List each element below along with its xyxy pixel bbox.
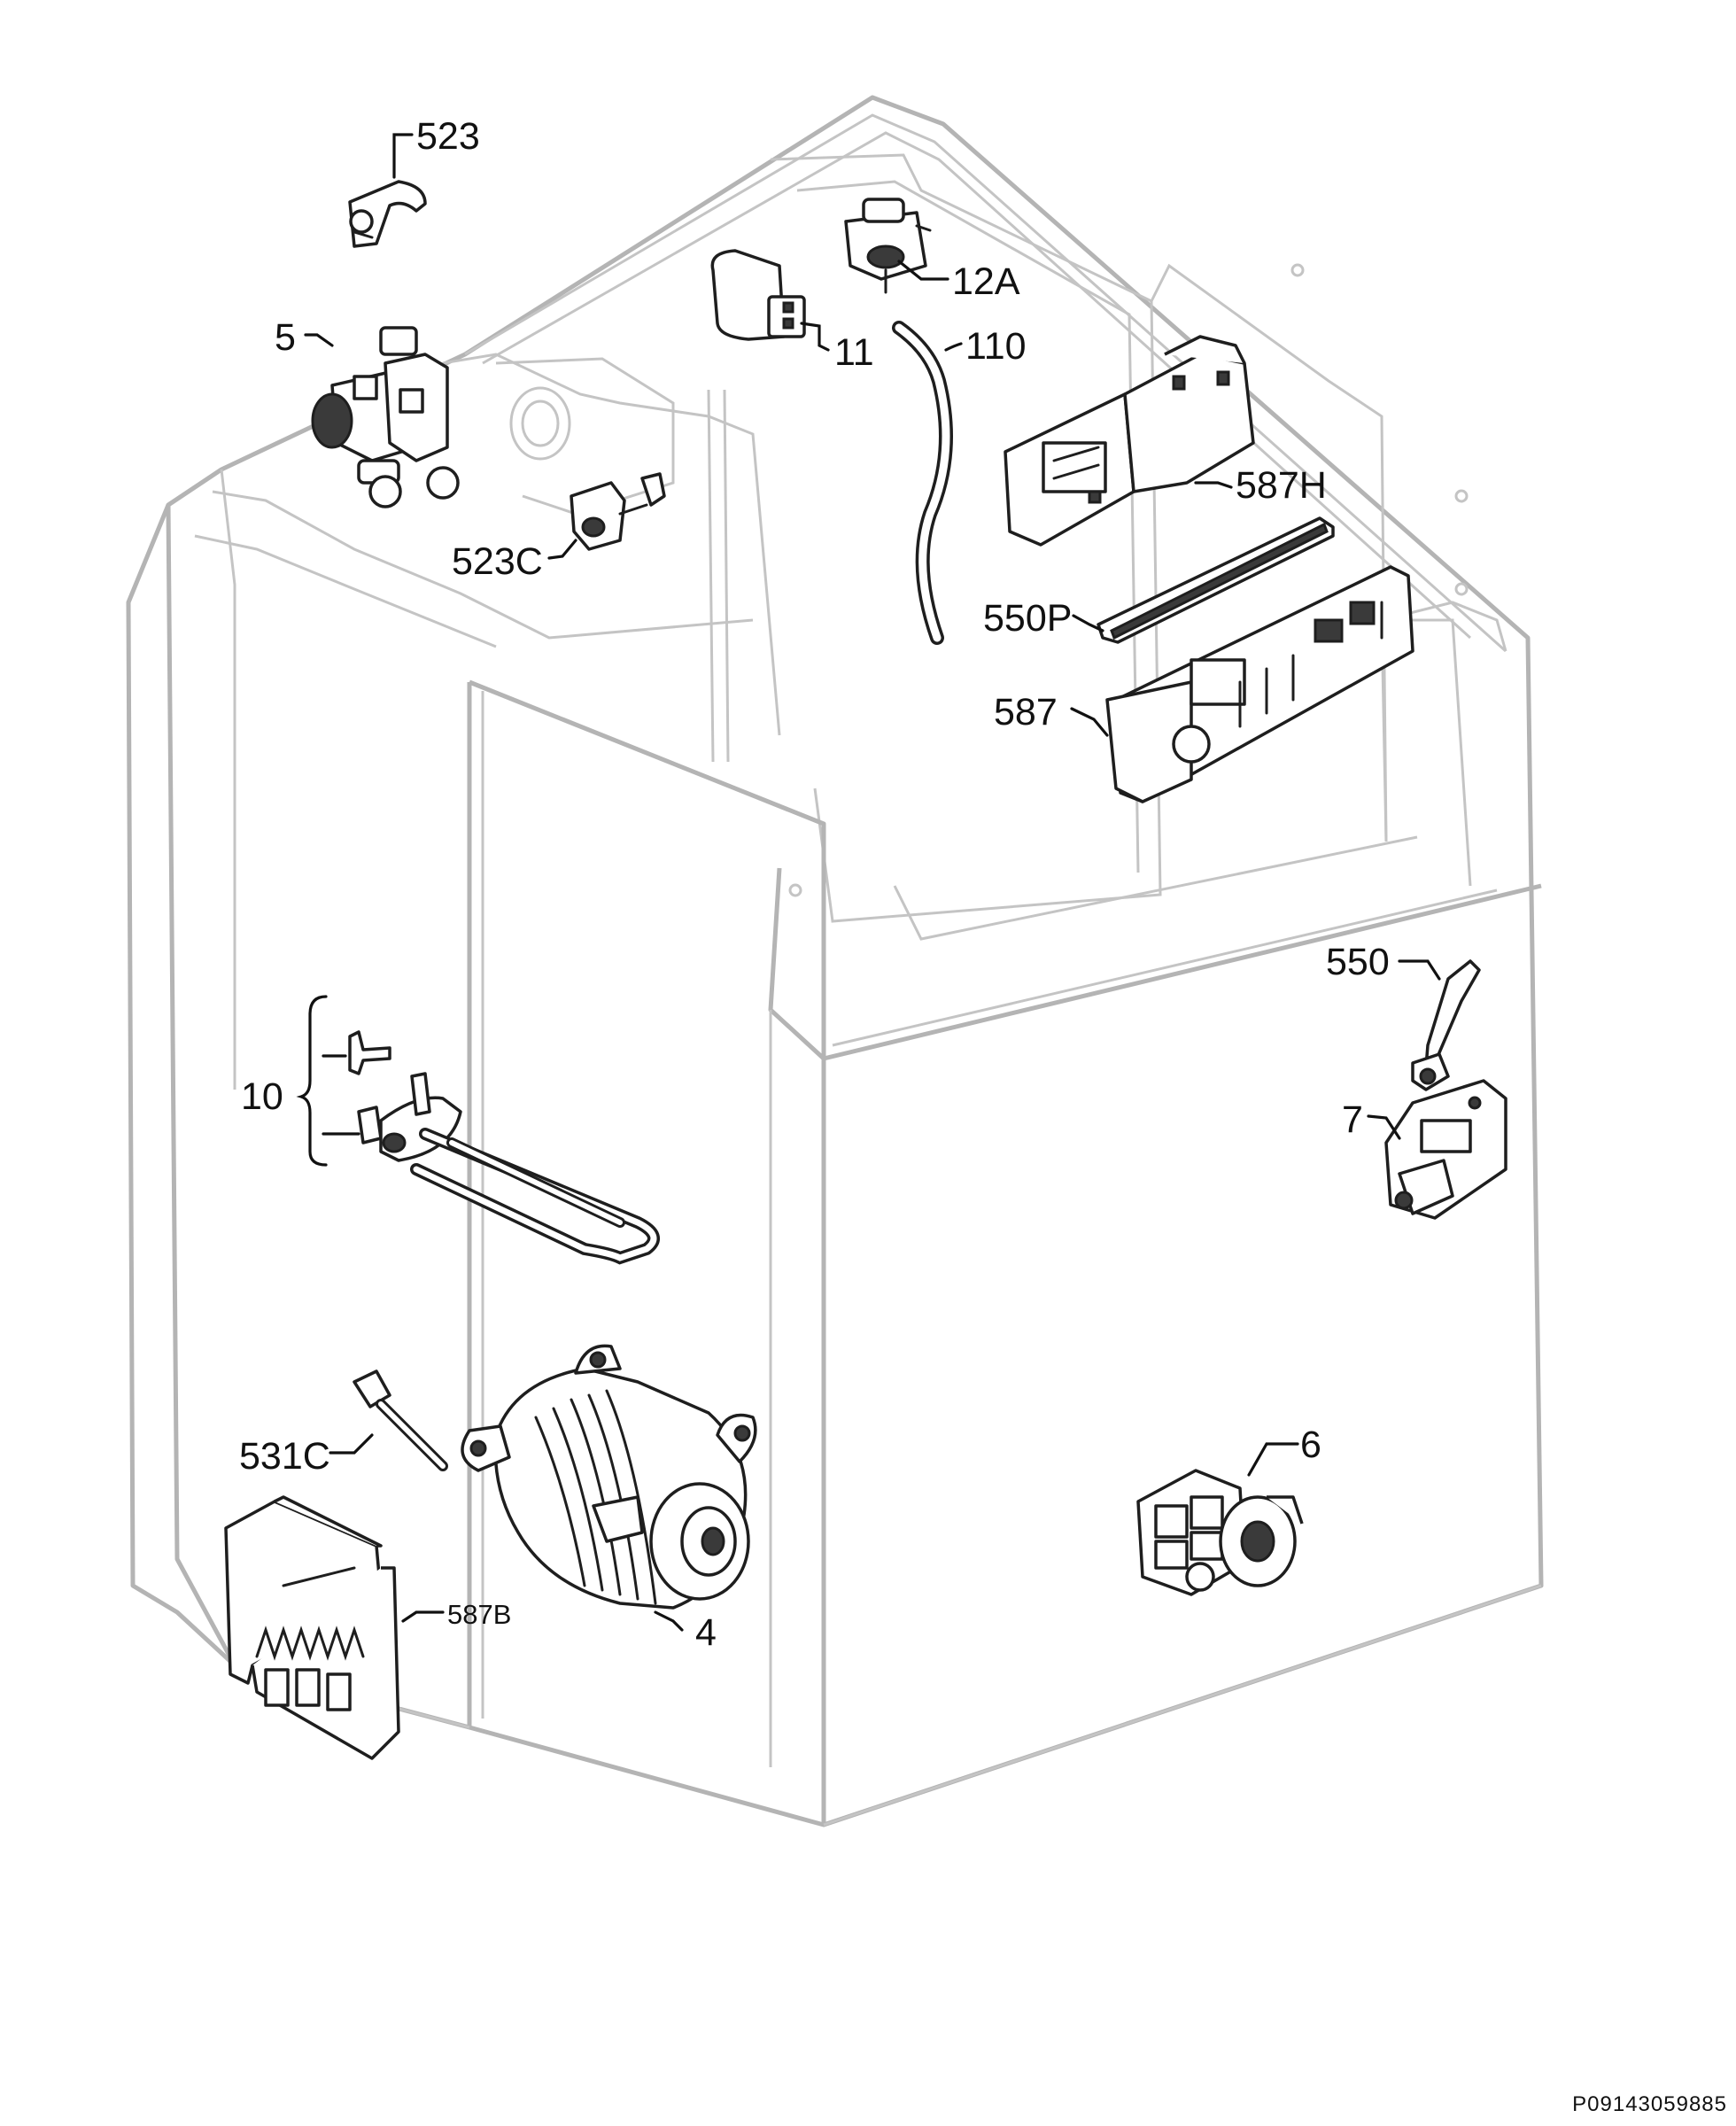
label-587H: 587H — [1236, 464, 1327, 507]
label-587: 587 — [994, 691, 1058, 733]
label-550P: 550P — [983, 597, 1072, 640]
part-587H-icon — [1004, 335, 1255, 547]
label-7: 7 — [1342, 1098, 1363, 1141]
label-12A: 12A — [952, 260, 1020, 303]
part-523C-icon — [570, 472, 666, 551]
part-7-icon — [1384, 1079, 1507, 1220]
callout-labels: 523 12A 11 110 5 587H 523C 550P 587 550 … — [239, 115, 1390, 1654]
label-550: 550 — [1326, 941, 1390, 983]
label-4: 4 — [695, 1611, 717, 1654]
part-550P-icon — [1097, 516, 1335, 644]
part-523-icon — [348, 180, 427, 248]
part-6-icon — [1136, 1469, 1304, 1596]
label-6: 6 — [1300, 1424, 1321, 1466]
label-587B: 587B — [447, 1599, 511, 1630]
part-5-icon — [311, 326, 460, 508]
label-110: 110 — [965, 325, 1027, 368]
part-4-icon — [461, 1344, 757, 1610]
leader-lines — [296, 133, 1441, 1632]
cabinet-outline — [126, 95, 1544, 1827]
part-11-icon — [710, 249, 806, 341]
label-5: 5 — [275, 316, 296, 359]
label-523: 523 — [416, 115, 480, 158]
part-587B-icon — [224, 1495, 400, 1760]
label-11: 11 — [834, 331, 874, 374]
part-531C-icon — [353, 1369, 448, 1471]
label-523C: 523C — [452, 540, 543, 583]
drawing-code: P09143059885 — [1572, 2092, 1727, 2116]
part-10-icon — [348, 1030, 660, 1265]
part-110-icon — [892, 321, 953, 645]
label-10: 10 — [241, 1075, 283, 1118]
label-531C: 531C — [239, 1435, 330, 1478]
part-12A-icon — [844, 198, 932, 294]
part-587-icon — [1105, 565, 1414, 803]
part-550-icon — [1411, 959, 1481, 1091]
